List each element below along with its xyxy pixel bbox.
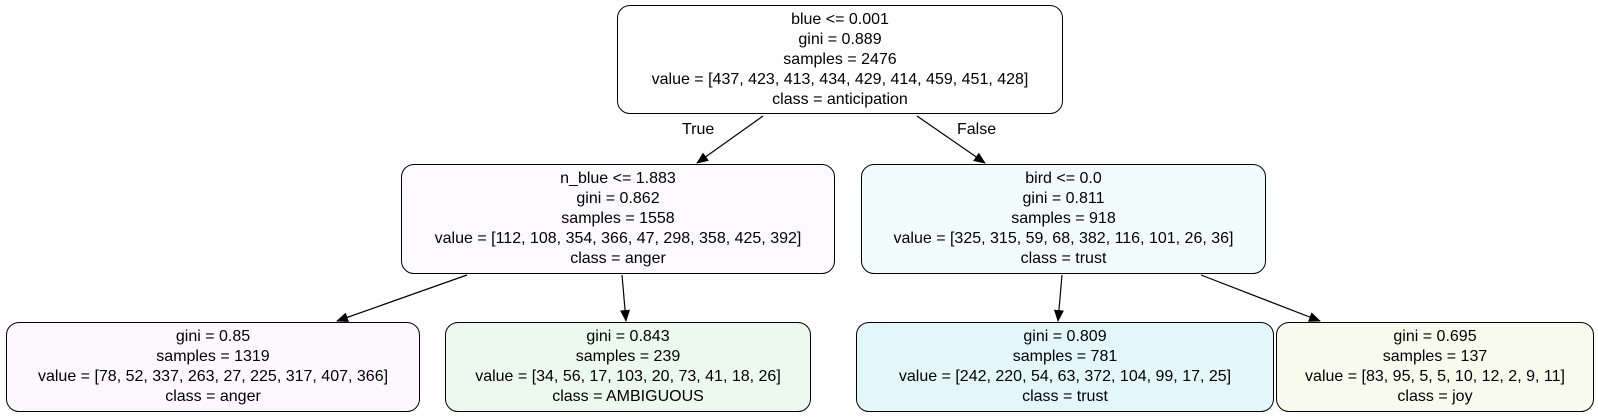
edge-right-to-leaf-rl (1053, 274, 1064, 322)
left-split-node: n_blue <= 1.883 gini = 0.862 samples = 1… (401, 164, 835, 274)
gini-value: gini = 0.843 (586, 328, 670, 345)
split-condition: bird <= 0.0 (1025, 170, 1102, 187)
class-label: class = anger (165, 388, 261, 405)
value-array: value = [325, 315, 59, 68, 382, 116, 101… (893, 230, 1234, 247)
gini-value: gini = 0.695 (1393, 328, 1477, 345)
class-label: class = AMBIGUOUS (552, 388, 704, 405)
value-array: value = [437, 423, 413, 434, 429, 414, 4… (651, 70, 1029, 88)
leaf-node-ambiguous: gini = 0.843 samples = 239 value = [34, … (445, 322, 811, 412)
edge-root-to-right (916, 115, 986, 164)
leaf-node-anger: gini = 0.85 samples = 1319 value = [78, … (6, 322, 420, 412)
gini-value: gini = 0.862 (576, 190, 660, 207)
gini-value: gini = 0.811 (1022, 190, 1105, 207)
class-label: class = anticipation (772, 90, 908, 108)
value-array: value = [112, 108, 354, 366, 47, 298, 35… (434, 230, 802, 247)
gini-value: gini = 0.85 (175, 328, 251, 345)
edge-right-to-leaf-rr (1200, 274, 1321, 322)
value-array: value = [242, 220, 54, 63, 372, 104, 99,… (898, 368, 1232, 385)
split-condition: n_blue <= 1.883 (560, 170, 676, 187)
edge-label-false: False (957, 121, 997, 138)
samples-count: samples = 239 (575, 348, 681, 365)
samples-count: samples = 137 (1382, 348, 1488, 365)
gini-value: gini = 0.809 (1023, 328, 1107, 345)
value-array: value = [34, 56, 17, 103, 20, 73, 41, 18… (475, 368, 781, 385)
split-condition: blue <= 0.001 (791, 10, 889, 28)
samples-count: samples = 2476 (783, 50, 897, 68)
value-array: value = [78, 52, 337, 263, 27, 225, 317,… (37, 368, 389, 385)
class-label: class = joy (1397, 388, 1473, 405)
samples-count: samples = 781 (1012, 348, 1118, 365)
gini-value: gini = 0.889 (798, 30, 882, 48)
samples-count: samples = 918 (1011, 210, 1116, 227)
samples-count: samples = 1558 (561, 210, 675, 227)
class-label: class = anger (570, 250, 666, 267)
samples-count: samples = 1319 (156, 348, 270, 365)
leaf-node-joy: gini = 0.695 samples = 137 value = [83, … (1276, 322, 1594, 412)
edge-left-to-leaf-ll (336, 274, 468, 323)
class-label: class = trust (1020, 250, 1107, 267)
right-split-node: bird <= 0.0 gini = 0.811 samples = 918 v… (861, 164, 1266, 274)
value-array: value = [83, 95, 5, 5, 10, 12, 2, 9, 11] (1305, 368, 1565, 385)
leaf-node-trust: gini = 0.809 samples = 781 value = [242,… (856, 322, 1274, 412)
edge-label-true: True (682, 121, 715, 138)
edge-root-to-left (696, 115, 764, 164)
root-node: blue <= 0.001 gini = 0.889 samples = 247… (617, 5, 1063, 114)
class-label: class = trust (1022, 388, 1108, 405)
edge-left-to-leaf-lr (620, 274, 631, 322)
